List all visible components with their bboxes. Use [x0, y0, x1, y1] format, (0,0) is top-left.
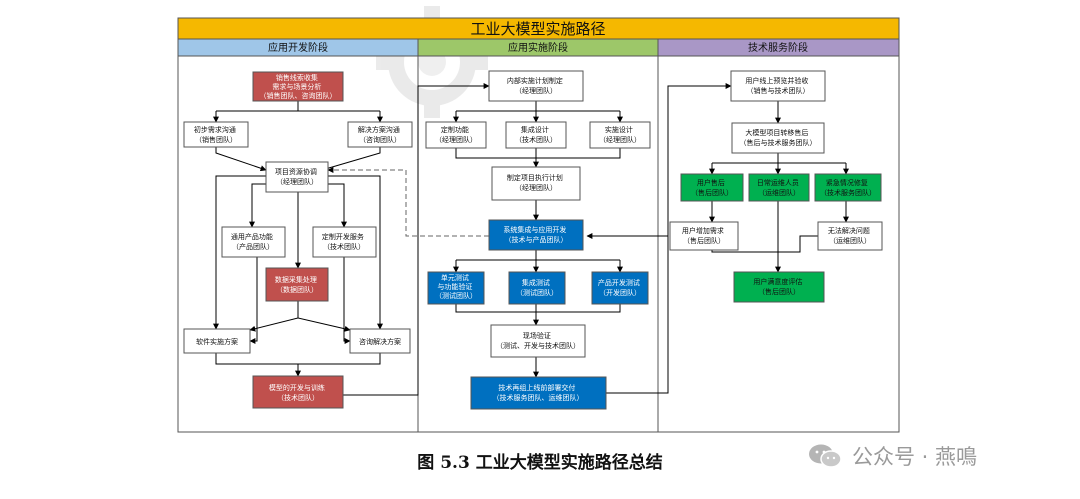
- phase-label-impl: 应用实施阶段: [508, 41, 568, 54]
- svg-text:系统集成与应用开发 （技术与产品团队）: 系统集成与应用开发 （技术与产品团队）: [503, 225, 568, 244]
- box-internal-plan: 内部实施计划制定 （经理团队）: [488, 70, 584, 102]
- svg-text:产品开发测试 （开发团队）: 产品开发测试 （开发团队）: [598, 278, 642, 297]
- feedback-dashed-arrow: [327, 167, 489, 237]
- svg-text:咨询解决方案: 咨询解决方案: [359, 337, 401, 346]
- svg-text:销售线索收集 需求与场景分析: 销售线索收集 需求与场景分析 （销售团队、咨询团队）: [260, 73, 337, 100]
- box-unsolved-problem: 无法解决问题 （运维团队）: [817, 221, 883, 251]
- box-site-verification: 现场验证 （测试、开发与技术团队）: [490, 324, 586, 358]
- svg-text:用户增加需求 （售后团队）: 用户增加需求 （售后团队）: [682, 226, 726, 245]
- box-general-feature: 通用产品功能 （产品团队）: [221, 226, 286, 258]
- svg-text:日常运维人员 （运维团队）: 日常运维人员 （运维团队）: [757, 178, 801, 197]
- svg-text:模型的开发与训练 （技术团队）: 模型的开发与训练 （技术团队）: [269, 383, 327, 402]
- box-system-integration: 系统集成与应用开发 （技术与产品团队）: [488, 219, 584, 251]
- phase-label-service: 技术服务阶段: [748, 41, 808, 54]
- diagram-title: 工业大模型实施路径: [470, 20, 605, 38]
- box-solution-communication: 解决方案沟通 （咨询团队）: [347, 121, 413, 148]
- box-model-development: 模型的开发与训练 （技术团队）: [252, 375, 344, 409]
- svg-text:无法解决问题 （运维团队）: 无法解决问题 （运维团队）: [828, 226, 872, 245]
- svg-text:项目资源协调 （经理团队）: 项目资源协调 （经理团队）: [275, 167, 319, 186]
- box-deployment: 技术再组上线前部署交付 （技术服务团队、运维团队）: [470, 376, 607, 410]
- svg-text:紧急情况修复 （技术服务团队）: 紧急情况修复 （技术服务团队）: [820, 178, 876, 197]
- wechat-icon: [809, 444, 842, 468]
- box-consult-plan: 咨询解决方案: [349, 328, 411, 354]
- box-custom-function: 定制功能 （经理团队）: [425, 121, 487, 149]
- svg-text:用户线上预览并验收 （销售与技术团队）: 用户线上预览并验收 （销售与技术团队）: [745, 76, 810, 95]
- flow-boxes: 销售线索收集 需求与场景分析 （销售团队、咨询团队） 初步需求沟通 （销售团队）…: [183, 70, 883, 410]
- box-emergency-repair: 紧急情况修复 （技术服务团队）: [814, 173, 882, 202]
- svg-text:用户满意度评估 （售后团队）: 用户满意度评估 （售后团队）: [753, 277, 804, 296]
- svg-text:通用产品功能 （产品团队）: 通用产品功能 （产品团队）: [231, 232, 275, 251]
- watermark: 公众号 · 燕鳴: [808, 436, 1058, 476]
- svg-text:实施设计 （经理团队）: 实施设计 （经理团队）: [599, 125, 641, 144]
- phase-header-service: [657, 38, 900, 57]
- svg-text:制定项目执行计划 （经理团队）: 制定项目执行计划 （经理团队）: [507, 173, 565, 192]
- box-daily-operations: 日常运维人员 （运维团队）: [748, 173, 810, 202]
- box-custom-development: 定制开发服务 （技术团队）: [312, 226, 377, 258]
- box-unit-test: 单元测试 与功能验证 （测试团队）: [427, 271, 485, 305]
- box-user-acceptance: 用户线上预览并验收 （销售与技术团队）: [730, 70, 826, 102]
- svg-text:现场验证 （测试、开发与技术团队）: 现场验证 （测试、开发与技术团队）: [496, 331, 580, 350]
- box-user-aftersale: 用户售后 （售后团队）: [680, 173, 744, 202]
- box-product-test: 产品开发测试 （开发团队）: [591, 271, 649, 305]
- figure-caption: 图 5.3 工业大模型实施路径总结: [417, 453, 663, 473]
- svg-text:软件实施方案: 软件实施方案: [196, 337, 238, 346]
- svg-text:大模型项目转移售后 （售后与技术服务团队）: 大模型项目转移售后 （售后与技术服务团队）: [740, 128, 817, 147]
- box-execution-plan: 制定项目执行计划 （经理团队）: [491, 166, 581, 201]
- box-additional-requirement: 用户增加需求 （售后团队）: [669, 221, 739, 251]
- box-transfer-aftersale: 大模型项目转移售后 （售后与技术服务团队）: [731, 122, 825, 154]
- flow-diagram: 工业大模型实施路径 应用开发阶段 应用实施阶段 技术服务阶段: [177, 6, 900, 433]
- box-data-collection: 数据采集处理 （数据团队）: [265, 267, 329, 302]
- svg-text:集成设计 （技术团队）: 集成设计 （技术团队）: [515, 125, 557, 144]
- svg-text:用户售后 （售后团队）: 用户售后 （售后团队）: [691, 178, 733, 197]
- box-integration-test: 集成测试 （测试团队）: [508, 271, 566, 305]
- box-implementation-design: 实施设计 （经理团队）: [589, 121, 651, 149]
- svg-text:单元测试 与功能验证 （测试: 单元测试 与功能验证 （测试团队）: [435, 273, 477, 300]
- svg-text:数据采集处理 （数据团队）: 数据采集处理 （数据团队）: [275, 275, 319, 294]
- phase-label-dev: 应用开发阶段: [268, 41, 328, 54]
- svg-text:集成测试 （测试团队）: 集成测试 （测试团队）: [516, 278, 558, 297]
- box-sales-lead: 销售线索收集 需求与场景分析 （销售团队、咨询团队）: [252, 71, 344, 102]
- box-initial-communication: 初步需求沟通 （销售团队）: [183, 121, 249, 148]
- box-project-coordination: 项目资源协调 （经理团队）: [265, 161, 329, 193]
- connectors: [213, 83, 849, 396]
- box-satisfaction-evaluation: 用户满意度评估 （售后团队）: [733, 271, 825, 303]
- box-software-plan: 软件实施方案: [183, 328, 251, 354]
- box-integration-design: 集成设计 （技术团队）: [505, 121, 567, 149]
- svg-text:内部实施计划制定 （经理团队）: 内部实施计划制定 （经理团队）: [507, 76, 565, 95]
- svg-text:定制开发服务 （技术团队）: 定制开发服务 （技术团队）: [322, 232, 366, 251]
- svg-text:技术再组上线前部署交付 （技术服务团队、运维: 技术再组上线前部署交付 （技术服务团队、运维团队）: [493, 383, 584, 402]
- svg-text:解决方案沟通 （咨询团队）: 解决方案沟通 （咨询团队）: [358, 125, 402, 144]
- svg-text:初步需求沟通 （销售团队）: 初步需求沟通 （销售团队）: [194, 125, 238, 144]
- svg-text:定制功能 （经理团队）: 定制功能 （经理团队）: [435, 125, 477, 144]
- watermark-text: 公众号 · 燕鳴: [852, 445, 978, 469]
